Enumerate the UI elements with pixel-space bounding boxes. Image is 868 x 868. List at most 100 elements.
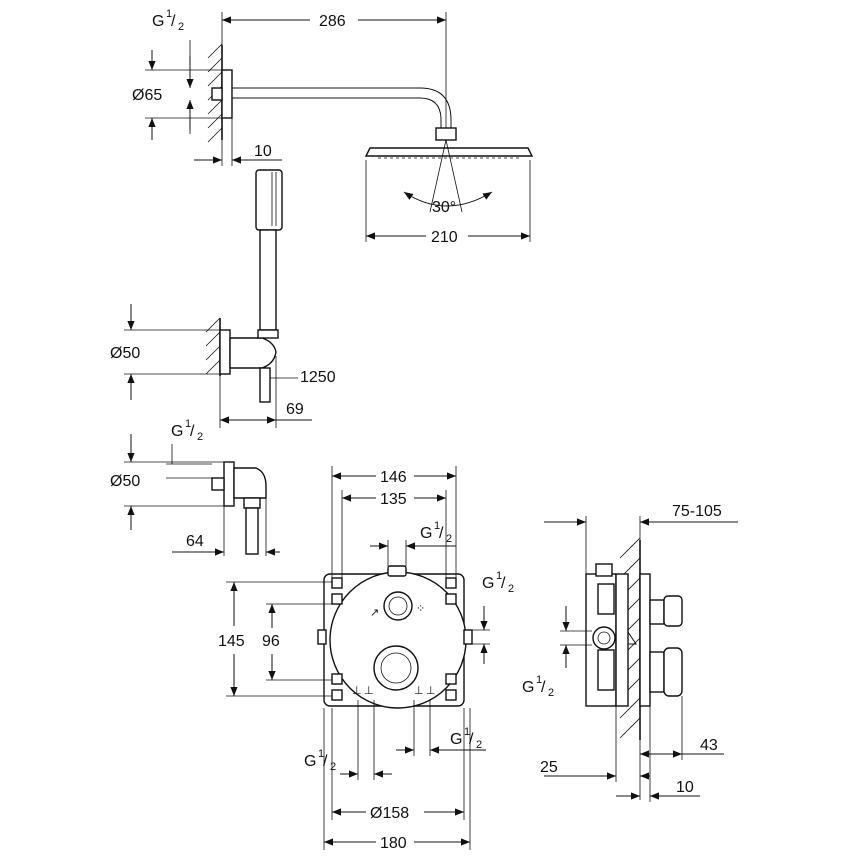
thermostat-knob (373, 645, 419, 691)
spray-angle-label: 30° (432, 199, 456, 216)
box-detail-upper (597, 583, 615, 615)
dim-25: 25 (540, 759, 558, 776)
handle-end (257, 329, 279, 339)
svg-text:2: 2 (476, 739, 482, 751)
svg-text:G: G (482, 575, 494, 592)
arm-nut (435, 127, 457, 141)
dim-135: 135 (380, 491, 407, 508)
dim-96: 96 (262, 633, 280, 650)
hand-shower-head (255, 169, 283, 231)
right-inlet (463, 629, 473, 645)
thread-label-right-inlet: G 1 / 2 (482, 570, 514, 595)
triangle-mark (627, 630, 637, 645)
dim-d50-holder: Ø50 (110, 345, 140, 362)
thread-label-bottom-left: G 1 / 2 (304, 748, 336, 773)
mounting-frame (615, 573, 629, 707)
dim-210: 210 (431, 229, 458, 246)
inlet-stub (211, 87, 223, 101)
valve-side-view: 75-105 G 1 / 2 43 25 10 (522, 503, 738, 802)
thermo-stem (649, 651, 665, 693)
wall-flange (221, 69, 233, 119)
svg-text:G: G (450, 731, 462, 748)
corner-mark (445, 673, 457, 685)
hand-shower-view: Ø50 1250 69 (110, 169, 336, 428)
spray-line-left (429, 139, 447, 213)
svg-text:/: / (190, 423, 195, 440)
diverter-stem (649, 599, 665, 625)
left-inlet (317, 629, 327, 645)
head-shower-symbol: ⁘ (416, 603, 425, 615)
svg-text:1: 1 (464, 726, 470, 738)
svg-text:1: 1 (318, 748, 324, 760)
svg-text:1: 1 (166, 8, 172, 20)
elbow-body (233, 467, 267, 499)
hand-shower-symbol: ↗ (370, 607, 379, 619)
svg-text:G: G (152, 13, 164, 30)
thread-label-top-outlet: G 1 / 2 (420, 520, 452, 545)
corner-mark (445, 577, 457, 589)
corner-mark (331, 673, 343, 685)
corner-mark (445, 593, 457, 605)
svg-text:/: / (469, 731, 474, 748)
wall-hatch-holder (205, 317, 221, 375)
dim-1250: 1250 (300, 369, 336, 386)
svg-text:/: / (171, 13, 176, 30)
shower-arm-view: 30° 286 210 10 Ø65 G 1 / (132, 8, 534, 246)
dim-180: 180 (380, 835, 407, 852)
cover-plate-side (639, 573, 651, 707)
hand-shower-handle (259, 229, 277, 331)
svg-text:G: G (522, 679, 534, 696)
diverter-knob (383, 591, 413, 621)
corner-mark (331, 577, 343, 589)
elbow-inlet (211, 477, 225, 491)
holder-body (229, 337, 277, 369)
temp-symbol-left-b: ⊥ (364, 685, 374, 697)
corner-mark (331, 689, 343, 701)
top-box-part (595, 563, 613, 577)
svg-text:1: 1 (496, 570, 502, 582)
svg-text:2: 2 (178, 21, 184, 33)
thread-label-elbow: G 1 / 2 (171, 418, 203, 443)
hose (259, 367, 271, 403)
spray-line-right (445, 139, 463, 213)
valve-front-view: ↗ ⁘ ⊥ ⊥ ⊥ ⊥ 146 135 G 1 / 2 (218, 466, 514, 852)
thermo-knob-side (663, 647, 683, 697)
dim-69: 69 (286, 401, 304, 418)
shower-arm-bottom (232, 97, 442, 128)
svg-text:1: 1 (185, 418, 191, 430)
temp-symbol-right-b: ⊥ (426, 685, 436, 697)
svg-text:G: G (171, 423, 183, 440)
svg-text:/: / (541, 679, 546, 696)
elbow-outlet-nut (243, 497, 261, 509)
thread-label-arm: G 1 / 2 (152, 8, 184, 33)
wall-elbow-view: G 1 / 2 Ø50 64 (110, 418, 280, 556)
temp-symbol-left: ⊥ (352, 685, 362, 697)
svg-text:/: / (439, 525, 444, 542)
svg-text:2: 2 (508, 583, 514, 595)
svg-text:1: 1 (536, 674, 542, 686)
svg-text:G: G (304, 753, 316, 770)
diverter-knob-side (663, 595, 683, 627)
dim-10-top: 10 (254, 143, 272, 160)
elbow-hose (245, 507, 259, 555)
side-inlet (592, 626, 616, 650)
svg-text:2: 2 (548, 687, 554, 699)
thread-label-bottom-right: G 1 / 2 (450, 726, 482, 751)
dim-d65: Ø65 (132, 87, 162, 104)
thread-label-side: G 1 / 2 (522, 674, 554, 699)
temp-symbol-right: ⊥ (414, 685, 424, 697)
svg-text:G: G (420, 525, 432, 542)
dim-10-side: 10 (676, 779, 694, 796)
svg-text:2: 2 (446, 533, 452, 545)
box-detail-lower (597, 649, 615, 691)
corner-mark (331, 593, 343, 605)
dim-75-105: 75-105 (672, 503, 722, 520)
dim-d50-elbow: Ø50 (110, 473, 140, 490)
dim-286: 286 (319, 13, 346, 30)
dim-d158: Ø158 (370, 805, 409, 822)
shower-arm-top (232, 87, 452, 128)
spray-angle-arc (403, 191, 493, 207)
corner-mark (445, 689, 457, 701)
svg-text:2: 2 (330, 761, 336, 773)
